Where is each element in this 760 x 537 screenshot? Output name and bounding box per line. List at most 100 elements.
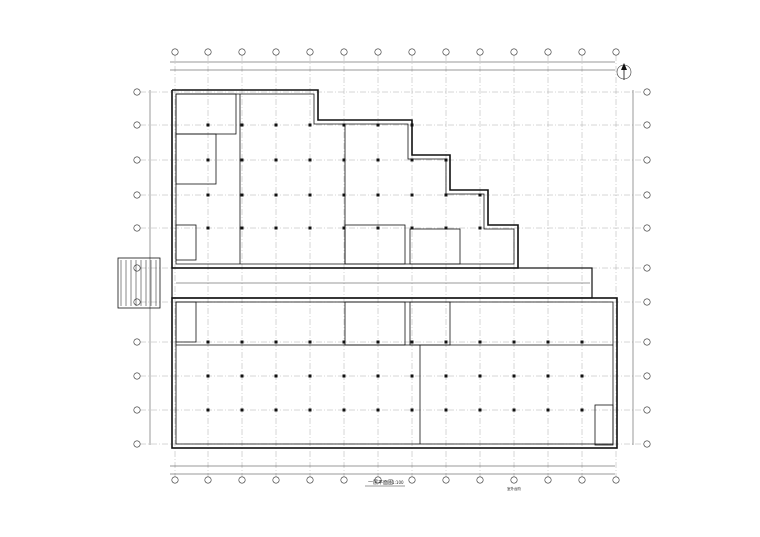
column xyxy=(512,340,516,344)
axis-bubble xyxy=(272,476,280,484)
axis-bubble xyxy=(133,338,141,346)
column xyxy=(342,374,346,378)
column xyxy=(342,123,346,127)
axis-bubble xyxy=(510,476,518,484)
axis-bubble xyxy=(544,48,552,56)
axis-bubble xyxy=(133,156,141,164)
axis-bubble xyxy=(133,224,141,232)
axis-bubble xyxy=(643,88,651,96)
column xyxy=(410,193,414,197)
axis-bubble xyxy=(476,48,484,56)
axis-bubble xyxy=(643,264,651,272)
column xyxy=(274,226,278,230)
column xyxy=(410,408,414,412)
drawing-scale: 1:100 xyxy=(392,480,404,485)
column xyxy=(308,193,312,197)
column xyxy=(206,408,210,412)
axis-bubble xyxy=(643,406,651,414)
axis-bubble xyxy=(171,48,179,56)
axis-bubble xyxy=(133,406,141,414)
axis-bubble xyxy=(171,476,179,484)
structural-columns xyxy=(206,123,584,412)
column xyxy=(478,226,482,230)
column xyxy=(240,123,244,127)
column xyxy=(376,226,380,230)
upper-building-block xyxy=(171,89,519,269)
column xyxy=(410,123,414,127)
column xyxy=(546,374,550,378)
steps-note: 室外台阶 xyxy=(507,486,521,491)
column xyxy=(308,374,312,378)
column xyxy=(308,340,312,344)
axis-bubble xyxy=(643,121,651,129)
axis-bubble xyxy=(643,191,651,199)
column xyxy=(308,158,312,162)
axis-bubble xyxy=(544,476,552,484)
column xyxy=(376,158,380,162)
column xyxy=(444,408,448,412)
column xyxy=(512,374,516,378)
axis-bubble xyxy=(578,476,586,484)
column xyxy=(274,193,278,197)
column xyxy=(512,408,516,412)
column xyxy=(444,158,448,162)
axis-bubble xyxy=(133,191,141,199)
axis-bubble xyxy=(133,372,141,380)
axis-bubble xyxy=(133,298,141,306)
column xyxy=(342,158,346,162)
axis-bubble xyxy=(612,48,620,56)
axis-bubble xyxy=(476,476,484,484)
column xyxy=(444,340,448,344)
axis-bubble xyxy=(643,338,651,346)
column xyxy=(206,158,210,162)
column xyxy=(410,374,414,378)
axis-bubble xyxy=(306,48,314,56)
axis-bubble xyxy=(643,298,651,306)
drawing-title: 一层平面图 xyxy=(368,480,393,486)
axis-bubble xyxy=(408,476,416,484)
column xyxy=(206,226,210,230)
lower-building-block xyxy=(171,297,618,449)
column xyxy=(546,340,550,344)
column xyxy=(580,340,584,344)
column xyxy=(206,193,210,197)
axis-bubble xyxy=(612,476,620,484)
column xyxy=(274,374,278,378)
column xyxy=(410,226,414,230)
axis-bubble xyxy=(306,476,314,484)
axis-bubble xyxy=(374,476,382,484)
column xyxy=(376,123,380,127)
axis-bubble xyxy=(442,48,450,56)
column xyxy=(240,408,244,412)
column xyxy=(206,123,210,127)
axis-bubble xyxy=(204,476,212,484)
column xyxy=(308,408,312,412)
axis-bubble xyxy=(408,48,416,56)
north-arrow-icon xyxy=(616,63,632,80)
axis-bubble xyxy=(643,156,651,164)
column xyxy=(240,226,244,230)
axis-bubble xyxy=(340,476,348,484)
axis-bubble xyxy=(643,224,651,232)
axis-bubble xyxy=(204,48,212,56)
axis-bubble xyxy=(133,440,141,448)
axis-bubble xyxy=(133,88,141,96)
column xyxy=(580,374,584,378)
column xyxy=(240,374,244,378)
axis-bubble xyxy=(238,476,246,484)
axis-bubble xyxy=(272,48,280,56)
column xyxy=(240,158,244,162)
column xyxy=(376,340,380,344)
column xyxy=(478,340,482,344)
axis-bubble xyxy=(442,476,450,484)
dimension-lines xyxy=(149,61,634,475)
column xyxy=(376,193,380,197)
axis-bubble xyxy=(510,48,518,56)
column xyxy=(478,374,482,378)
axis-bubbles xyxy=(133,48,651,484)
axis-bubble xyxy=(133,121,141,129)
axis-bubble xyxy=(133,264,141,272)
axis-grid-lines xyxy=(140,55,645,478)
column xyxy=(274,408,278,412)
